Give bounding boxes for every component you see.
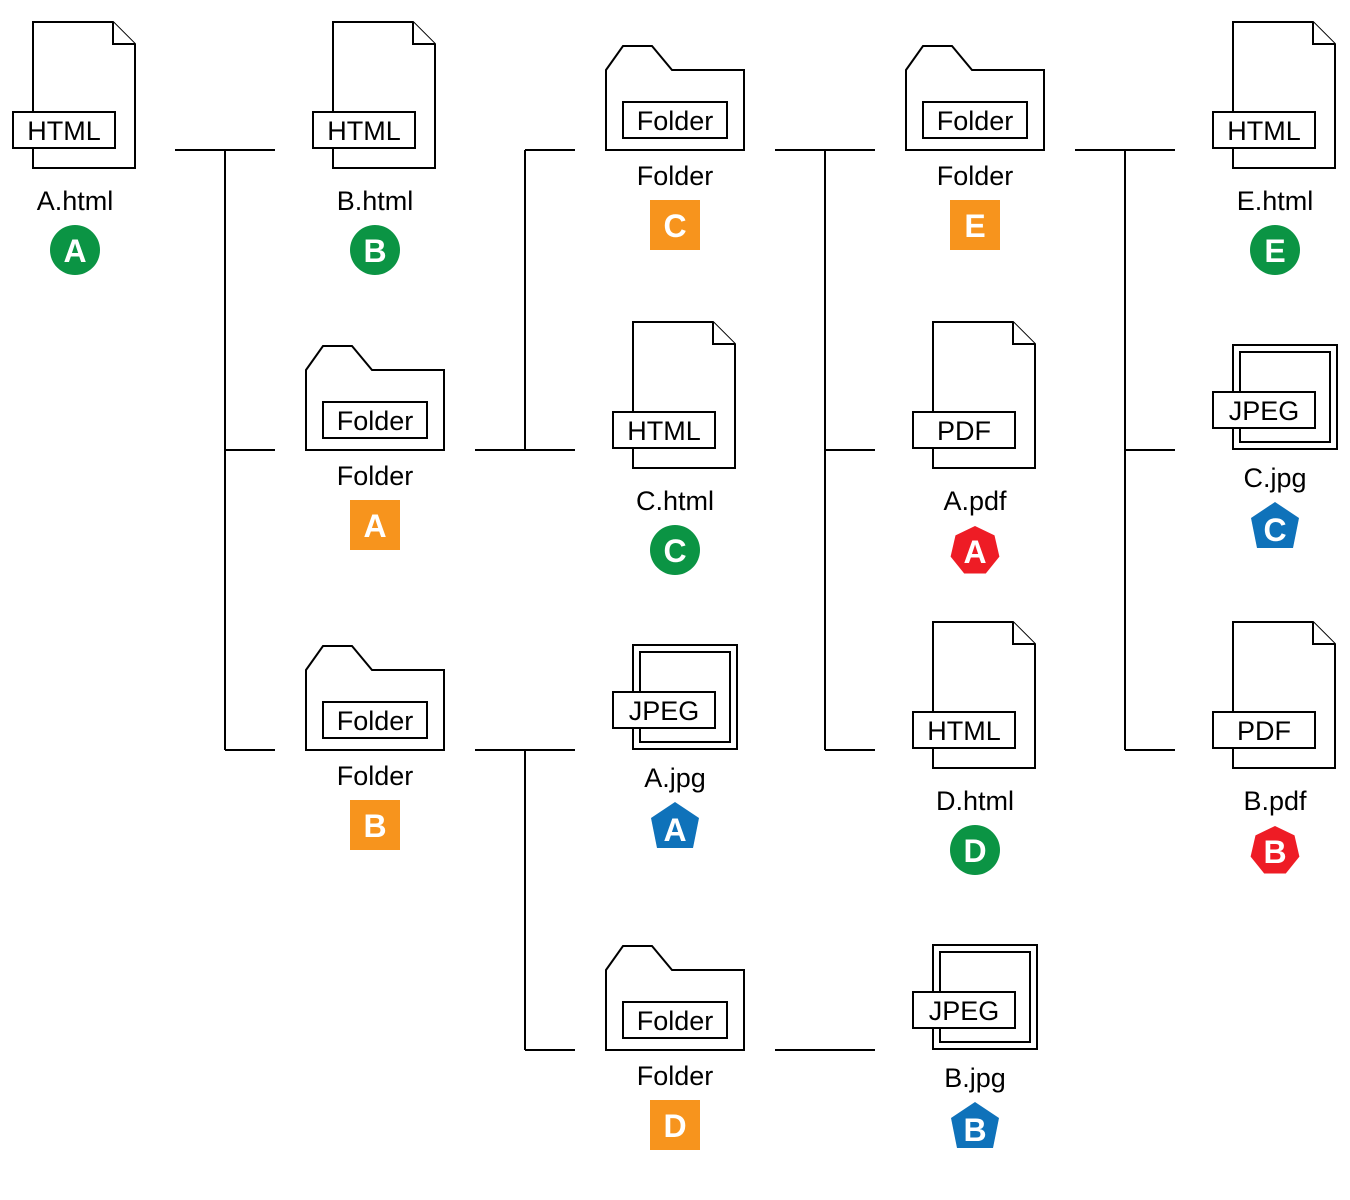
file-name: A.html [37, 186, 114, 216]
folder-badge-square: D [650, 1100, 700, 1150]
folder-badge-square: B [350, 800, 400, 850]
node-a-html: HTML A.html A [12, 21, 136, 275]
folder-icon: Folder [305, 645, 445, 751]
node-b-jpg: JPEG B.jpg B [912, 944, 1038, 1148]
file-name: B.html [337, 186, 414, 216]
pdf-file-icon: PDF [1212, 621, 1336, 769]
folder-icon: Folder [605, 45, 745, 151]
html-badge-circle: D [950, 825, 1000, 875]
file-name: B.pdf [1243, 786, 1307, 816]
badge-letter: D [663, 1108, 686, 1144]
folder-name: Folder [337, 761, 414, 791]
connector-folder-c [775, 149, 875, 751]
jpeg-badge-pentagon: C [1251, 502, 1299, 548]
file-name: A.jpg [644, 763, 706, 793]
badge-letter: A [963, 534, 986, 570]
file-name: C.html [636, 486, 714, 516]
file-name: B.jpg [944, 1063, 1006, 1093]
badge-letter: B [963, 1112, 986, 1148]
type-tag: Folder [337, 406, 414, 436]
html-file-icon: HTML [12, 21, 136, 169]
html-badge-circle: B [350, 225, 400, 275]
badge-letter: A [663, 812, 686, 848]
type-tag: Folder [637, 1006, 714, 1036]
html-badge-circle: C [650, 525, 700, 575]
folder-badge-square: E [950, 200, 1000, 250]
badge-letter: B [363, 808, 386, 844]
type-tag: HTML [327, 116, 401, 146]
badge-letter: E [1264, 233, 1285, 269]
node-c-jpg: JPEG C.jpg C [1212, 344, 1338, 548]
type-tag: HTML [927, 716, 1001, 746]
badge-letter: A [63, 233, 86, 269]
folder-badge-square: C [650, 200, 700, 250]
html-file-icon: HTML [1212, 21, 1336, 169]
jpeg-image-icon: JPEG [1212, 344, 1338, 450]
node-c-html: HTML C.html C [612, 321, 736, 575]
folder-name: Folder [337, 461, 414, 491]
type-tag: Folder [337, 706, 414, 736]
badge-letter: B [1263, 834, 1286, 870]
connector-folder-b [475, 749, 575, 1051]
node-folder-e: Folder Folder E [905, 45, 1045, 250]
folder-icon: Folder [905, 45, 1045, 151]
connector-a-html [175, 149, 275, 751]
file-name: C.jpg [1243, 463, 1306, 493]
file-name: E.html [1237, 186, 1314, 216]
folder-icon: Folder [605, 945, 745, 1051]
folder-name: Folder [637, 161, 714, 191]
node-a-jpg: JPEG A.jpg A [612, 644, 738, 848]
pdf-badge-heptagon: A [950, 526, 1000, 574]
folder-name: Folder [937, 161, 1014, 191]
node-b-html: HTML B.html B [312, 21, 436, 275]
connector-folder-e [1075, 149, 1175, 751]
pdf-file-icon: PDF [912, 321, 1036, 469]
badge-letter: C [1263, 512, 1286, 548]
node-folder-a: Folder Folder A [305, 345, 445, 550]
badge-letter: C [663, 533, 686, 569]
node-folder-d: Folder Folder D [605, 945, 745, 1150]
jpeg-image-icon: JPEG [912, 944, 1038, 1050]
type-tag: PDF [1237, 716, 1291, 746]
badge-letter: B [363, 233, 386, 269]
type-tag: Folder [637, 106, 714, 136]
html-file-icon: HTML [312, 21, 436, 169]
folder-name: Folder [637, 1061, 714, 1091]
type-tag: HTML [1227, 116, 1301, 146]
type-tag: JPEG [1229, 396, 1300, 426]
file-name: A.pdf [943, 486, 1007, 516]
connectors [175, 149, 1175, 1051]
type-tag: Folder [937, 106, 1014, 136]
node-d-html: HTML D.html D [912, 621, 1036, 875]
connector-folder-a [475, 149, 575, 451]
node-e-html: HTML E.html E [1212, 21, 1336, 275]
folder-icon: Folder [305, 345, 445, 451]
folder-badge-square: A [350, 500, 400, 550]
node-b-pdf: PDF B.pdf B [1212, 621, 1336, 874]
badge-letter: A [363, 508, 386, 544]
type-tag: PDF [937, 416, 991, 446]
node-folder-b: Folder Folder B [305, 645, 445, 850]
html-badge-circle: A [50, 225, 100, 275]
type-tag: HTML [27, 116, 101, 146]
type-tag: JPEG [929, 996, 1000, 1026]
badge-letter: C [663, 208, 686, 244]
node-a-pdf: PDF A.pdf A [912, 321, 1036, 574]
badge-letter: E [964, 208, 985, 244]
html-file-icon: HTML [612, 321, 736, 469]
node-folder-c: Folder Folder C [605, 45, 745, 250]
badge-letter: D [963, 833, 986, 869]
jpeg-image-icon: JPEG [612, 644, 738, 750]
type-tag: JPEG [629, 696, 700, 726]
html-file-icon: HTML [912, 621, 1036, 769]
html-badge-circle: E [1250, 225, 1300, 275]
jpeg-badge-pentagon: B [951, 1102, 999, 1148]
file-name: D.html [936, 786, 1014, 816]
type-tag: HTML [627, 416, 701, 446]
pdf-badge-heptagon: B [1250, 826, 1300, 874]
jpeg-badge-pentagon: A [651, 802, 699, 848]
